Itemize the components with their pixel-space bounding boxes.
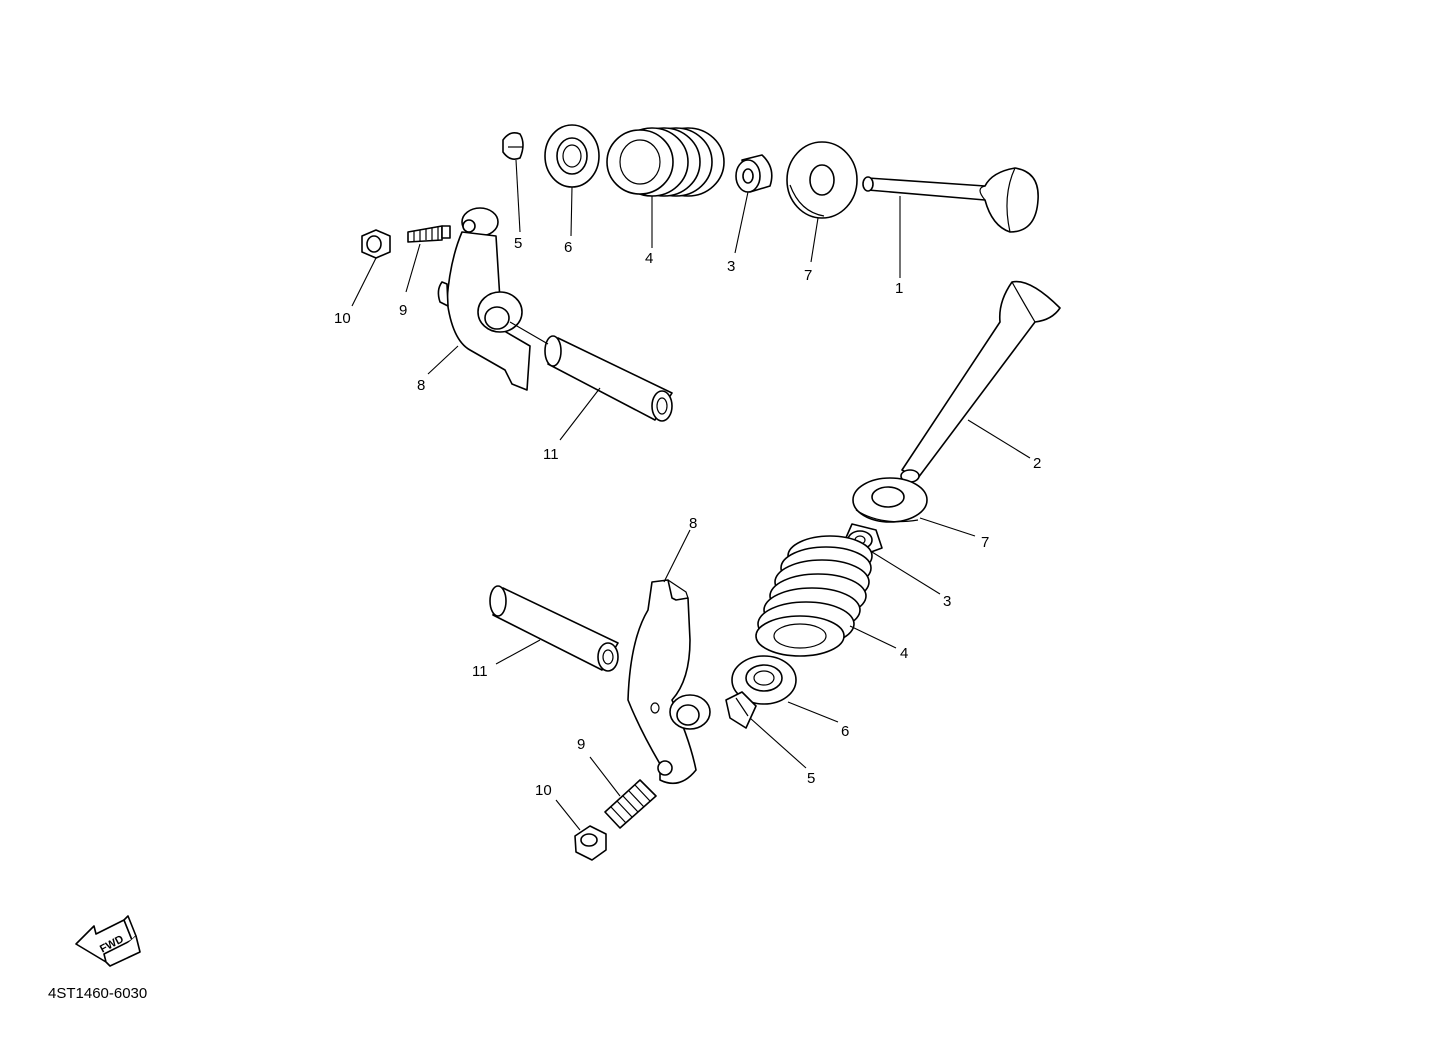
- adjusting-screw-9-top: [407, 225, 451, 243]
- adjusting-screw-9-bottom: [604, 779, 657, 829]
- callout-bottom-cotter: 5: [807, 770, 815, 787]
- callout-top-spring-seat-outer: 7: [804, 267, 812, 284]
- callout-top-retainer: 6: [564, 239, 572, 256]
- cotter-5-bottom: [725, 691, 757, 729]
- cotter-5-top: [502, 132, 524, 160]
- callout-top-spring: 4: [645, 250, 653, 267]
- callout-top-rocker-arm: 8: [417, 377, 425, 394]
- callout-top-cotter: 5: [514, 235, 522, 252]
- callout-bottom-rocker-arm: 8: [689, 515, 697, 532]
- callout-bottom-valve: 2: [1033, 455, 1041, 472]
- callout-top-adjusting-screw: 9: [399, 302, 407, 319]
- spring-seat-3-top: [735, 154, 773, 193]
- callout-bottom-spring-seat-inner: 3: [943, 593, 951, 610]
- leader-lines: [351, 159, 1031, 831]
- rocker-arm-8-bottom: [627, 579, 711, 785]
- valve-spring-4-top: [606, 127, 725, 197]
- callout-top-rocker-shaft: 11: [543, 446, 559, 463]
- spring-seat-7-top: [786, 141, 858, 219]
- spring-seat-7-bottom: [852, 477, 928, 523]
- callout-bottom-rocker-shaft: 11: [472, 663, 488, 680]
- callout-bottom-spring: 4: [900, 645, 908, 662]
- locknut-10-top: [361, 229, 391, 259]
- part-code: 4ST1460-6030: [48, 985, 147, 1002]
- callout-top-valve: 1: [895, 280, 903, 297]
- callout-top-spring-seat-inner: 3: [727, 258, 735, 275]
- callout-bottom-locknut: 10: [535, 782, 552, 799]
- valve-spring-4-bottom: [755, 535, 873, 657]
- callout-bottom-retainer: 6: [841, 723, 849, 740]
- retainer-6-top: [544, 124, 600, 188]
- callout-top-locknut: 10: [334, 310, 351, 327]
- locknut-10-bottom: [574, 825, 607, 861]
- forward-arrow-icon: FWD: [75, 915, 141, 967]
- rocker-shaft-11-bottom: [489, 585, 619, 672]
- retainer-6-bottom: [731, 655, 797, 705]
- rocker-shaft-11-top: [544, 335, 673, 422]
- valve-2: [900, 280, 1061, 483]
- callout-bottom-adjusting-screw: 9: [577, 736, 585, 753]
- valve-1: [862, 167, 1039, 233]
- rocker-arm-8-top: [437, 207, 531, 391]
- callout-bottom-spring-seat-outer: 7: [981, 534, 989, 551]
